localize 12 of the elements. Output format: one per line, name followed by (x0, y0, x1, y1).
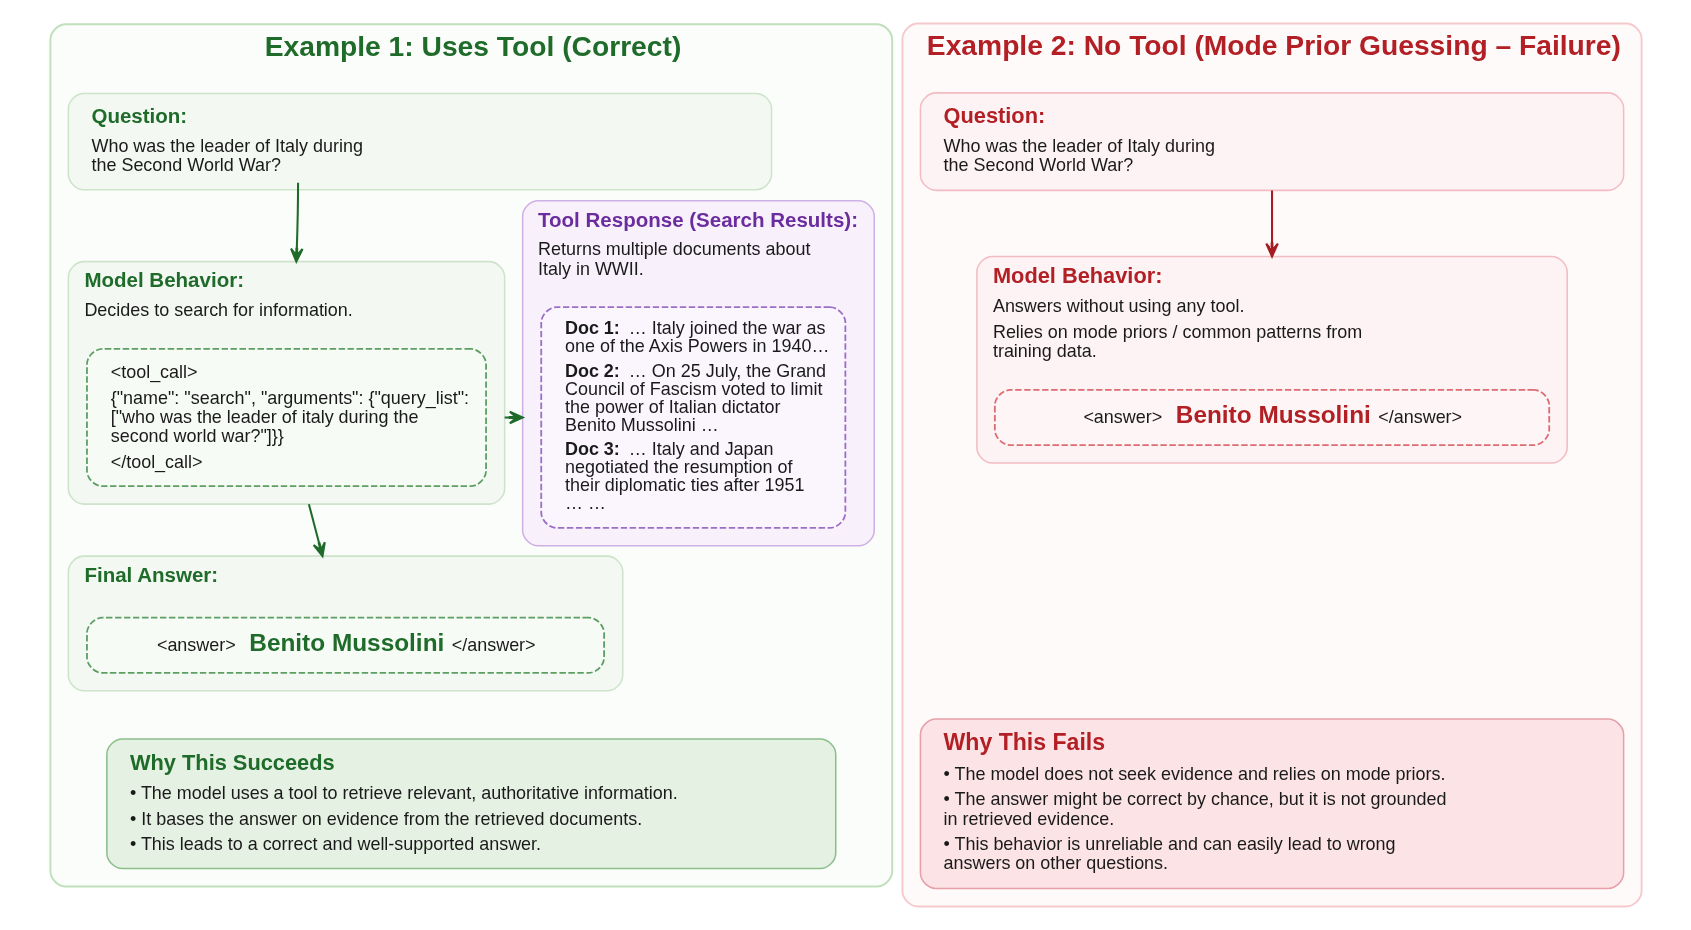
node-box: <tool_call> {"name": "search", "arguments": {"query_list": ["who was the leader of italy during the second world war?"]}} </tool_call> (85, 347, 487, 488)
node-box: <answer> Benito Mussolini </answer> (85, 616, 605, 674)
node-box: Doc 1: … Italy joined the war as one of the Axis Powers in 1940… Doc 2: … On 25 July, the Grand Council of Fascism voted to limit the power of Italian dictator Benito Mussolini … Doc 3: … Italy and Japan negotiated the resumption of their diplomatic ties after 1951 … … (539, 306, 846, 529)
node-box: Question: Who was the leader of Italy during the Second World War? (67, 92, 772, 191)
arrow (504, 410, 524, 425)
node-box: Question: Who was the leader of Italy during the Second World War? (919, 92, 1624, 192)
arrow (307, 503, 326, 558)
node-box: <answer> Benito Mussolini </answer> (993, 389, 1550, 446)
node-box: Why This Fails • The model does not seek evidence and relies on mode priors. • The answer might be correct by chance, but it is not grounded in retrieved evidence. • This behavior is unreliable and can easily lead to wrong answers on other questions. (919, 718, 1624, 890)
arrow (1264, 190, 1279, 258)
node-box: Why This Succeeds • The model uses a tool to retrieve relevant, authoritative information. • It bases the answer on evidence from the retrieved documents. • This leads to a correct and well-supported answer. (105, 738, 836, 870)
arrow (289, 182, 304, 263)
